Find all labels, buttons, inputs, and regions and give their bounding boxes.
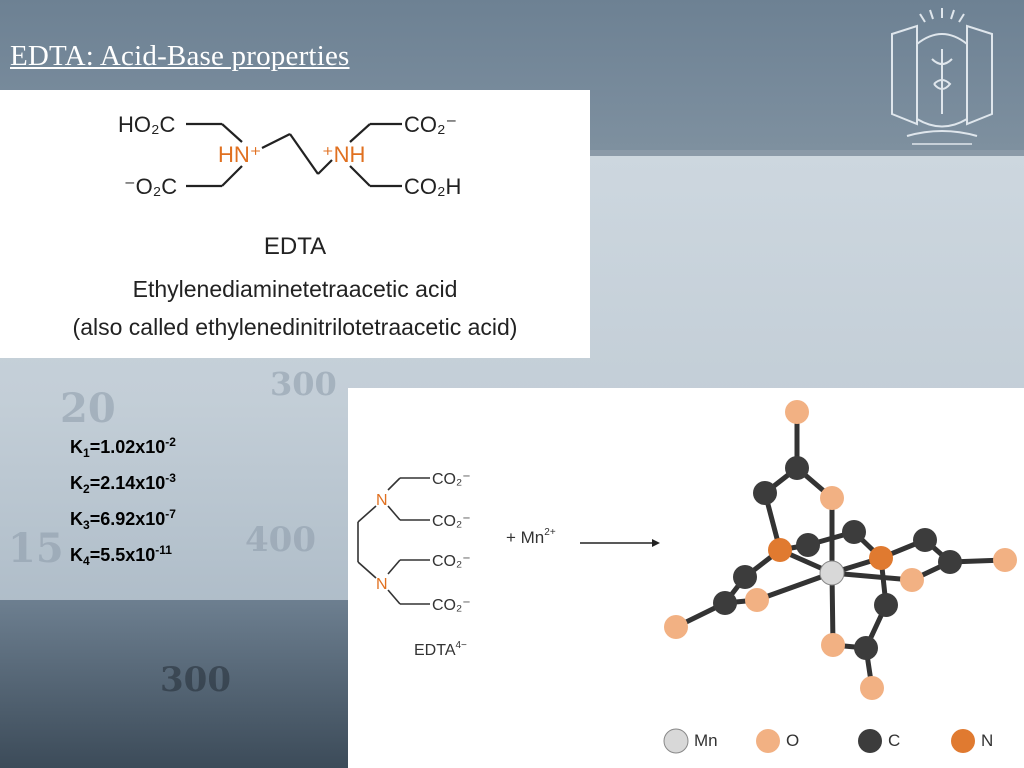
edta-structure-panel: HO₂C ⁻O₂C CO₂⁻ CO₂H HN⁺ ⁺NH EDTA Ethylen… xyxy=(0,90,590,358)
background-decoration: 300 xyxy=(160,660,231,700)
constant-k1: K1=1.02x10-2 xyxy=(70,435,176,460)
carboxyl-bottom-right: CO₂H xyxy=(404,174,461,199)
legend-label-o: O xyxy=(786,731,800,750)
legend-label-c: C xyxy=(888,731,901,750)
carboxylate-top-right: CO₂⁻ xyxy=(404,112,457,137)
dissociation-constants: K1=1.02x10-2 K2=2.14x10-3 K3=6.92x10-7 K… xyxy=(70,430,176,574)
university-logo xyxy=(891,8,993,145)
edta-structure-diagram: HO₂C ⁻O₂C CO₂⁻ CO₂H HN⁺ ⁺NH xyxy=(118,112,461,199)
background-decoration: 15 xyxy=(8,525,64,572)
legend-label-n: N xyxy=(981,731,994,750)
carboxylate-bottom-left: ⁻O₂C xyxy=(124,174,177,199)
background-decoration: 20 xyxy=(60,385,116,432)
background-decoration: 300 xyxy=(270,365,337,403)
reagent-label: + Mn2+ xyxy=(506,527,556,547)
background-decoration: 400 xyxy=(245,520,316,560)
complexation-panel xyxy=(348,388,1024,768)
compound-abbreviation: EDTA xyxy=(263,233,327,260)
background-photo-dark xyxy=(0,600,350,768)
compound-full-name: Ethylenediaminetetraacetic acid xyxy=(132,276,458,302)
compound-alternate-name: (also called ethylenedinitrilotetraaceti… xyxy=(72,314,518,340)
constant-k2: K2=2.14x10-3 xyxy=(70,471,176,496)
legend-label-mn: Mn xyxy=(694,731,718,750)
amine-left: HN⁺ xyxy=(218,142,261,167)
slide-title: EDTA: Acid-Base properties xyxy=(10,40,350,72)
amine-right: ⁺NH xyxy=(322,142,365,167)
constant-k3: K3=6.92x10-7 xyxy=(70,507,176,532)
carboxyl-top-left: HO₂C xyxy=(118,112,176,137)
ligand-label: EDTA4− xyxy=(414,640,467,659)
constant-k4: K4=5.5x10-11 xyxy=(70,543,172,568)
